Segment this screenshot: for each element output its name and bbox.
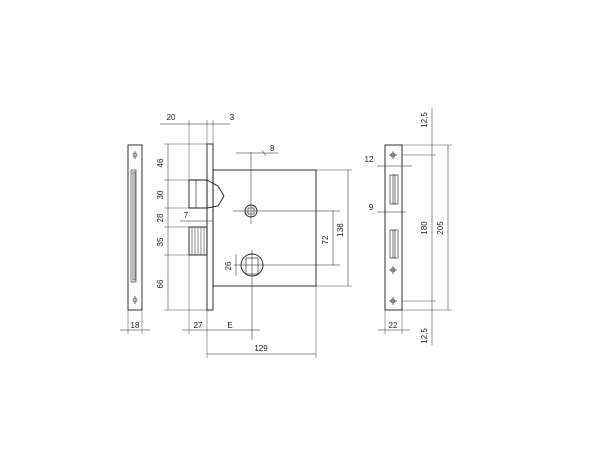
label-v-26: 26 xyxy=(224,261,233,270)
label-r-22: 22 xyxy=(389,321,398,330)
dim-top-3: 3 xyxy=(230,113,235,122)
dim-right-22: 22 xyxy=(378,310,410,334)
dim-forend-width-left: 18 xyxy=(120,310,150,334)
dim-v-138: 138 xyxy=(316,169,352,287)
label-v-35: 35 xyxy=(156,237,165,246)
label-r-180: 180 xyxy=(420,221,429,235)
dim-top-20: 20 xyxy=(160,113,230,180)
label-top-3: 3 xyxy=(230,113,235,122)
right-forend-plate xyxy=(384,144,403,311)
label-r-205: 205 xyxy=(436,221,445,235)
lock-body xyxy=(206,143,317,311)
right-screw-top xyxy=(389,151,397,159)
key-hole xyxy=(234,250,340,340)
forend-screw-bottom xyxy=(132,296,138,304)
label-h-27: 27 xyxy=(194,321,203,330)
dim-diameter-8: 8 xyxy=(236,144,278,157)
left-forend-plate xyxy=(127,144,143,311)
dim-h-7: 7 xyxy=(180,211,213,222)
label-r-9: 9 xyxy=(369,203,374,212)
label-v-46: 46 xyxy=(156,158,165,167)
dim-v-26: 26 xyxy=(224,254,237,276)
dim-right-vertical: 12,5 180 205 12,5 xyxy=(402,108,452,345)
dim-right-9: 9 xyxy=(369,203,406,213)
dead-bolt xyxy=(188,226,208,256)
label-v-28: 28 xyxy=(156,213,165,222)
dim-bottom-27: 27 xyxy=(182,255,260,358)
label-h-E: E xyxy=(227,321,232,330)
label-r-12: 12 xyxy=(365,155,374,164)
label-h-7: 7 xyxy=(184,211,189,220)
label-forend-width-left: 18 xyxy=(131,321,140,330)
dim-bottom-129: 129 xyxy=(207,286,317,358)
label-h-129: 129 xyxy=(254,344,268,353)
right-screw-middle xyxy=(389,266,397,274)
dim-right-12: 12 xyxy=(365,155,412,167)
label-r-12-5-top: 12,5 xyxy=(420,112,429,128)
dim-v-72: 72 xyxy=(321,211,334,265)
follower-spindle-hole xyxy=(233,152,340,224)
label-v-30: 30 xyxy=(156,190,165,199)
label-v-72: 72 xyxy=(321,235,330,244)
label-top-20: 20 xyxy=(167,113,176,122)
dim-left-vertical-chain: 46 30 28 35 66 xyxy=(156,143,207,311)
right-screw-bottom xyxy=(389,297,397,305)
latch-bolt xyxy=(188,179,225,209)
label-dia-8: 8 xyxy=(270,144,275,153)
forend-screw-top xyxy=(132,151,138,159)
label-v-138: 138 xyxy=(336,223,345,237)
label-v-66: 66 xyxy=(156,279,165,288)
label-r-12-5-bottom: 12,5 xyxy=(420,328,429,344)
dim-bottom-E: E xyxy=(227,321,232,330)
